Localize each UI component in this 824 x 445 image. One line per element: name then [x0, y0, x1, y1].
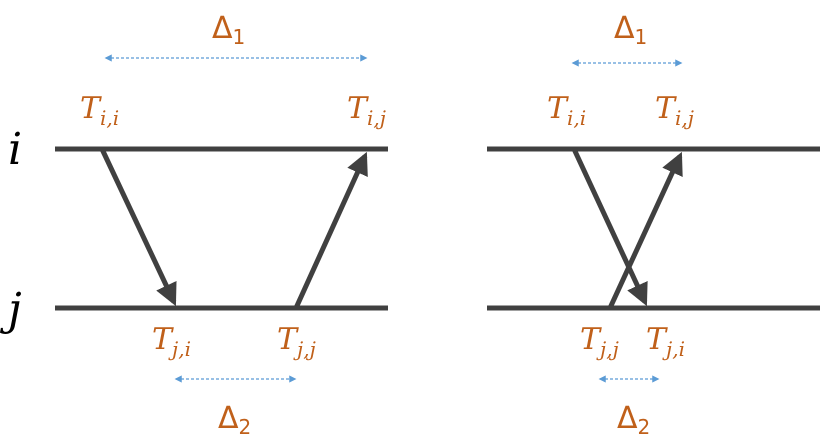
- left-t-ii: Ti,i: [80, 91, 119, 130]
- left-diagram: Δ1 Δ2 Ti,i Ti,j Tj,i Tj,j: [55, 11, 388, 439]
- left-delta2-label: Δ2: [218, 401, 251, 439]
- left-t-jj: Tj,j: [277, 322, 316, 361]
- process-i-label: i: [8, 124, 22, 175]
- left-delta1-label: Δ1: [212, 11, 245, 49]
- right-t-jj: Tj,j: [580, 322, 619, 361]
- left-t-ji: Tj,i: [152, 322, 191, 361]
- left-message-j-to-i: [293, 151, 368, 310]
- left-t-ij: Ti,j: [347, 91, 386, 130]
- right-t-ij: Ti,j: [655, 91, 694, 130]
- right-message-i-to-j: [571, 147, 648, 307]
- right-t-ji: Tj,i: [646, 322, 685, 361]
- right-delta2-label: Δ2: [617, 401, 650, 439]
- left-message-i-to-j: [99, 147, 177, 307]
- right-t-ii: Ti,i: [547, 91, 586, 130]
- right-message-j-to-i: [607, 151, 683, 310]
- process-j-label: j: [0, 284, 22, 335]
- right-diagram: Δ1 Δ2 Ti,i Ti,j Tj,j Tj,i: [487, 11, 820, 439]
- right-delta1-label: Δ1: [614, 11, 647, 49]
